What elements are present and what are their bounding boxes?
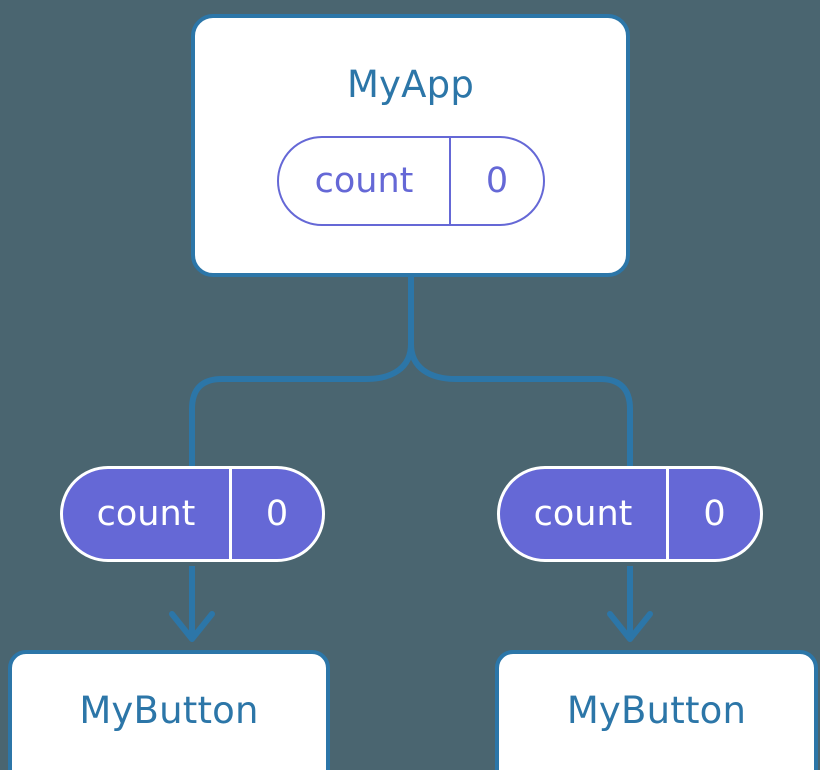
state-value-label: 0 <box>666 469 760 559</box>
component-title-myapp: MyApp <box>346 63 475 106</box>
arrow-head-left <box>169 611 215 642</box>
state-pill-root[interactable]: count 0 <box>277 136 545 226</box>
state-key-label: count <box>533 493 633 534</box>
component-box-mybutton-left[interactable]: MyButton <box>8 650 330 770</box>
state-value-label: 0 <box>449 138 543 224</box>
component-box-mybutton-right[interactable]: MyButton <box>495 650 818 770</box>
state-pill-right[interactable]: count 0 <box>497 466 763 562</box>
connector-branch-right <box>408 343 633 466</box>
connector-branch-left <box>189 343 414 466</box>
state-value-label: 0 <box>229 469 322 559</box>
state-key-label: count <box>314 160 414 201</box>
component-title-mybutton: MyButton <box>79 689 259 732</box>
state-pill-left[interactable]: count 0 <box>60 466 325 562</box>
arrow-head-right <box>607 611 653 642</box>
state-key-label: count <box>96 493 196 534</box>
component-title-mybutton: MyButton <box>566 689 747 732</box>
